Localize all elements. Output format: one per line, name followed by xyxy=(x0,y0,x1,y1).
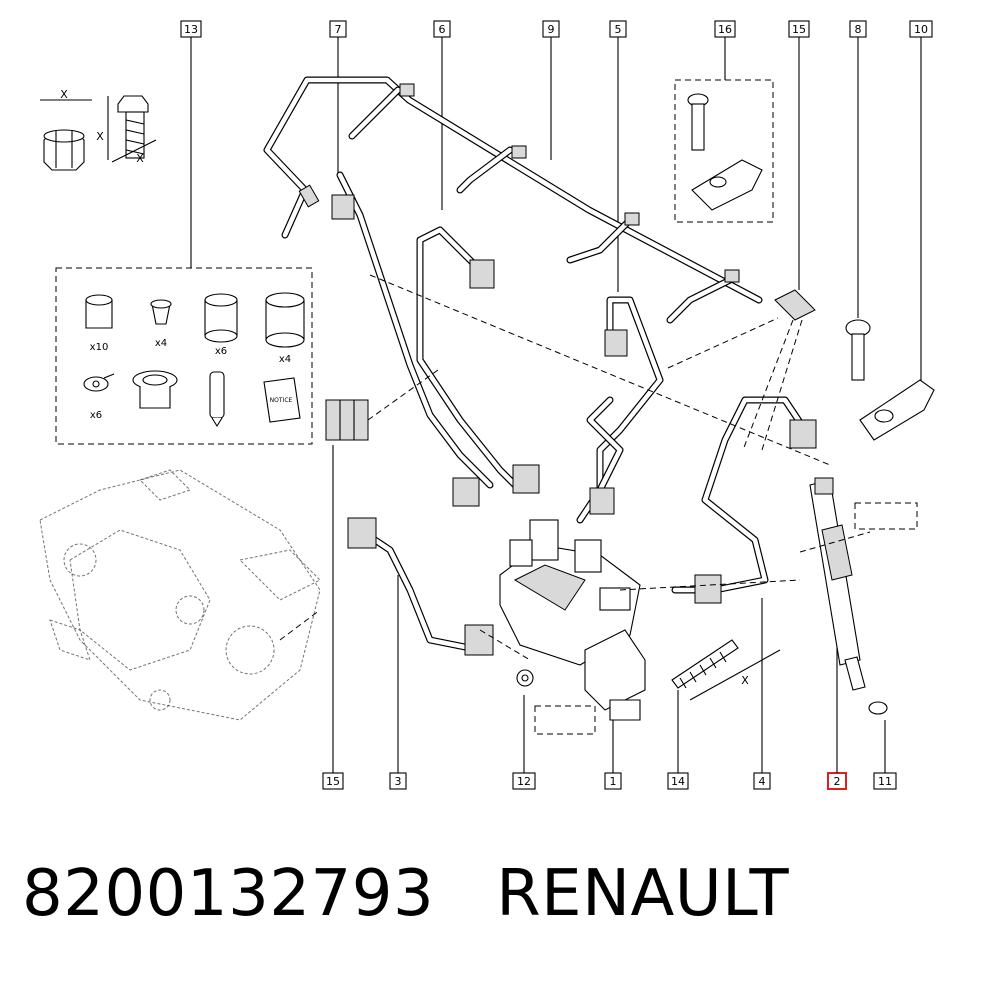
callout-14: 14 xyxy=(667,690,689,790)
svg-text:6: 6 xyxy=(439,23,446,36)
callout-5: 5 xyxy=(609,20,627,292)
callout-3: 3 xyxy=(389,575,407,790)
callout-10: 10 xyxy=(909,20,933,398)
svg-text:NOTICE: NOTICE xyxy=(270,397,293,404)
svg-text:5: 5 xyxy=(615,23,622,36)
svg-text:13: 13 xyxy=(184,23,198,36)
svg-text:4: 4 xyxy=(759,775,766,788)
callout-12: 12 xyxy=(512,695,536,790)
callout-8: 8 xyxy=(849,20,867,318)
callout-13: 13 xyxy=(180,20,202,268)
kit-sleeve-x6: x6 xyxy=(204,293,238,357)
high-pressure-pump xyxy=(499,519,646,721)
engine-block-outline xyxy=(39,469,321,721)
part-number: 8200132793 xyxy=(22,857,435,931)
svg-text:X: X xyxy=(60,88,68,101)
callout-15-top: 15 xyxy=(788,20,810,290)
callout-15: 15 xyxy=(322,445,344,790)
injector[interactable] xyxy=(809,477,888,715)
kit-cap-x10: x10 xyxy=(85,294,113,353)
connector-15 xyxy=(325,289,816,441)
svg-text:15: 15 xyxy=(792,23,806,36)
callout-4: 4 xyxy=(753,598,771,790)
svg-text:X: X xyxy=(96,130,104,143)
kit-pin xyxy=(209,371,225,428)
callout-11: 11 xyxy=(873,720,897,790)
svg-text:x6: x6 xyxy=(90,410,102,421)
exploded-leader-lines xyxy=(367,274,918,735)
svg-text:11: 11 xyxy=(878,775,892,788)
svg-text:7: 7 xyxy=(335,23,342,36)
repair-kit-box: x10 x4 x6 x4 x6 xyxy=(55,267,313,445)
clamp-detail-16 xyxy=(674,79,774,223)
brand-name: RENAULT xyxy=(496,857,790,931)
high-pressure-pipes xyxy=(331,171,817,656)
svg-text:x6: x6 xyxy=(215,346,227,357)
fuel-return-line xyxy=(263,76,763,324)
callout-9: 9 xyxy=(542,20,560,160)
svg-text:x10: x10 xyxy=(90,342,109,353)
kit-ferrule-x4: x4 xyxy=(150,299,172,349)
svg-text:2: 2 xyxy=(834,775,841,788)
kit-seal-ring xyxy=(132,370,178,409)
kit-sleeve-large-x4: x4 xyxy=(265,292,305,365)
svg-text:x4: x4 xyxy=(279,354,291,365)
stud-bolt: X xyxy=(671,639,781,701)
svg-text:14: 14 xyxy=(671,775,685,788)
svg-text:15: 15 xyxy=(326,775,340,788)
svg-text:X: X xyxy=(741,674,749,687)
callout-7: 7 xyxy=(329,20,347,175)
kit-washer-x6: x6 xyxy=(83,373,115,421)
svg-text:10: 10 xyxy=(914,23,928,36)
kit-notice-booklet: NOTICE xyxy=(263,377,301,423)
clamp-10 xyxy=(845,319,935,441)
callout-16: 16 xyxy=(714,20,736,80)
svg-text:3: 3 xyxy=(395,775,402,788)
svg-text:8: 8 xyxy=(855,23,862,36)
svg-text:X: X xyxy=(136,152,144,165)
svg-text:12: 12 xyxy=(517,775,531,788)
nut-bolt-dimension-detail: X X X xyxy=(40,88,157,171)
svg-text:16: 16 xyxy=(718,23,732,36)
svg-text:x4: x4 xyxy=(155,338,167,349)
svg-text:1: 1 xyxy=(610,775,617,788)
svg-text:9: 9 xyxy=(548,23,555,36)
